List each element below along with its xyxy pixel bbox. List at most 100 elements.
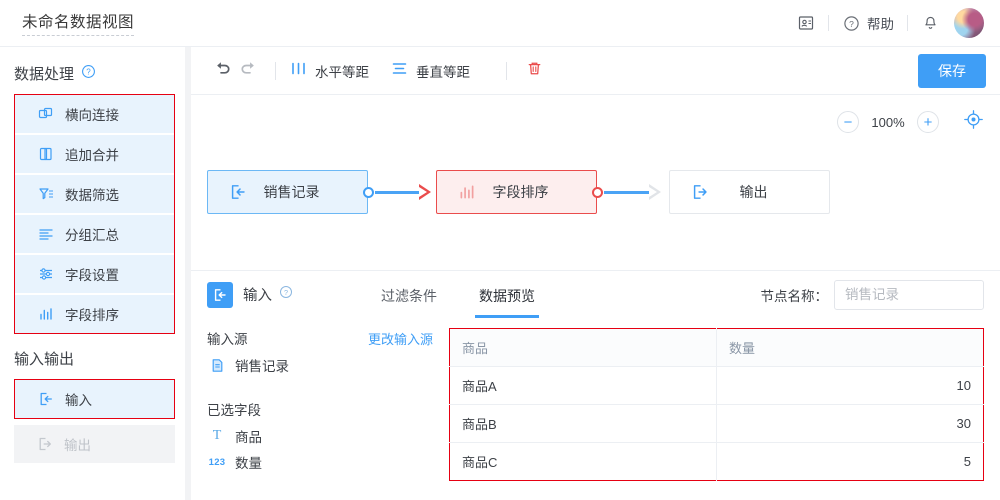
cell-product: 商品A	[449, 366, 717, 405]
zoom-in-button[interactable]: +	[917, 111, 939, 133]
tab-filter-conditions[interactable]: 过滤条件	[381, 288, 437, 304]
sidebar-item-label: 输入	[65, 393, 92, 408]
field-settings-icon	[37, 266, 55, 282]
flow-port-source-out[interactable]	[363, 187, 374, 198]
panel-spacer	[207, 381, 433, 399]
vertical-distribute-label: 垂直等距	[416, 64, 470, 80]
trash-icon	[526, 60, 543, 82]
change-input-source-link[interactable]: 更改输入源	[367, 331, 433, 347]
flow-edge-1	[375, 191, 421, 194]
cell-quantity: 30	[716, 404, 984, 443]
help-button[interactable]: ? 帮助	[842, 13, 894, 33]
column-header-product[interactable]: 商品	[449, 328, 717, 367]
cell-quantity: 10	[716, 366, 984, 405]
sidebar-group-data-processing: 横向连接 追加合并 数据筛选	[14, 94, 175, 334]
vertical-distribute-icon	[391, 60, 408, 82]
field-item-quantity[interactable]: 123 数量	[207, 452, 433, 472]
detail-panel-body: 输入源 更改输入源 销售记录 已选字段	[191, 318, 1000, 500]
column-header-quantity[interactable]: 数量	[716, 328, 984, 367]
sidebar-item-input[interactable]: 输入	[15, 380, 174, 418]
sidebar-item-label: 分组汇总	[65, 228, 119, 243]
sidebar-section-title-data-processing: 数据处理 ?	[0, 63, 185, 94]
table-row[interactable]: 商品B 30	[449, 404, 984, 443]
input-icon	[37, 391, 55, 407]
app-header: 未命名数据视图 ? 帮助	[0, 0, 1000, 47]
flow-node-label: 输出	[739, 184, 768, 200]
flow-node-source[interactable]: 销售记录	[207, 170, 368, 214]
notifications-button[interactable]	[921, 14, 940, 33]
input-source-row: 输入源 更改输入源	[207, 328, 433, 348]
sidebar-item-field-sort[interactable]: 字段排序	[15, 295, 174, 333]
data-preview-table: 商品 数量 商品A 10 商品B	[449, 328, 984, 481]
question-circle-icon[interactable]: ?	[81, 64, 96, 83]
flow-arrow-2-inner	[649, 187, 657, 197]
flow-canvas[interactable]: − 100% + 销售记录	[191, 95, 1000, 271]
input-source-panel: 输入源 更改输入源 销售记录 已选字段	[191, 318, 449, 500]
sidebar-item-field-settings[interactable]: 字段设置	[15, 255, 174, 293]
cell-quantity: 5	[716, 442, 984, 481]
help-label: 帮助	[867, 17, 894, 32]
sidebar-item-label: 横向连接	[65, 108, 119, 123]
page-title[interactable]: 未命名数据视图	[22, 10, 135, 36]
fit-to-screen-button[interactable]	[963, 109, 984, 135]
sidebar-item-data-filter[interactable]: 数据筛选	[15, 175, 174, 213]
table-body: 商品A 10 商品B 30 商品C 5	[449, 366, 984, 481]
filter-icon	[37, 186, 55, 202]
input-icon	[207, 281, 233, 308]
field-item-label: 商品	[235, 430, 262, 445]
table-row[interactable]: 商品A 10	[449, 366, 984, 405]
vertical-distribute-button[interactable]: 垂直等距	[391, 60, 470, 82]
svg-text:?: ?	[849, 19, 854, 29]
field-item-product[interactable]: T 商品	[207, 426, 433, 446]
detail-panel-header: 输入 ? 过滤条件 数据预览 节点名称：	[191, 271, 1000, 318]
detail-panel: 输入 ? 过滤条件 数据预览 节点名称：	[191, 271, 1000, 500]
zoom-out-button[interactable]: −	[837, 111, 859, 133]
sidebar-item-append-merge[interactable]: 追加合并	[15, 135, 174, 173]
avatar[interactable]	[954, 8, 984, 38]
contact-card-icon	[796, 14, 815, 33]
file-icon	[207, 358, 227, 373]
sidebar-item-group-summary[interactable]: 分组汇总	[15, 215, 174, 253]
input-source-file[interactable]: 销售记录	[207, 355, 433, 375]
canvas-toolbar: 水平等距 垂直等距 保存	[191, 47, 1000, 95]
cell-product: 商品B	[449, 404, 717, 443]
sidebar: 数据处理 ? 横向连接 追加合并	[0, 47, 185, 500]
input-node-icon	[226, 183, 250, 201]
svg-text:?: ?	[284, 288, 288, 297]
zoom-level-label: 100%	[871, 114, 905, 130]
field-item-label: 数量	[235, 456, 262, 471]
horizontal-distribute-button[interactable]: 水平等距	[290, 60, 369, 82]
contact-card-button[interactable]	[796, 14, 815, 33]
question-circle-icon[interactable]: ?	[279, 285, 293, 304]
sidebar-item-horizontal-join[interactable]: 横向连接	[15, 95, 174, 133]
sidebar-item-label: 输出	[64, 438, 91, 453]
sidebar-item-label: 追加合并	[65, 148, 119, 163]
table-head: 商品 数量	[449, 328, 984, 367]
output-node-icon	[688, 183, 712, 201]
toolbar-divider-1	[275, 61, 276, 80]
text-type-icon: T	[212, 428, 222, 443]
flow-node-label: 销售记录	[263, 184, 320, 200]
table-row[interactable]: 商品C 5	[449, 442, 984, 481]
undo-button[interactable]	[209, 58, 235, 84]
sidebar-item-output: 输出	[14, 425, 175, 463]
horizontal-distribute-icon	[290, 60, 307, 82]
save-button[interactable]: 保存	[918, 53, 986, 88]
delete-button[interactable]	[521, 58, 547, 84]
sidebar-group-output: 输出	[14, 425, 175, 463]
redo-icon	[239, 59, 258, 83]
flow-port-fieldsort-out[interactable]	[592, 187, 603, 198]
tab-data-preview[interactable]: 数据预览	[475, 286, 539, 318]
number-type-icon: 123	[208, 456, 226, 468]
toolbar-divider-2	[506, 61, 507, 80]
input-source-file-label: 销售记录	[235, 359, 289, 374]
node-name-input[interactable]	[834, 279, 984, 310]
flow-node-output[interactable]: 输出	[669, 170, 830, 214]
append-merge-icon	[37, 146, 55, 162]
header-divider-2	[907, 15, 908, 31]
detail-panel-title: 输入 ?	[207, 281, 293, 308]
flow-node-field-sort[interactable]: 字段排序	[436, 170, 597, 214]
redo-button[interactable]	[235, 58, 261, 84]
sidebar-item-label: 数据筛选	[65, 188, 119, 203]
sidebar-section-label: 数据处理	[14, 66, 75, 83]
